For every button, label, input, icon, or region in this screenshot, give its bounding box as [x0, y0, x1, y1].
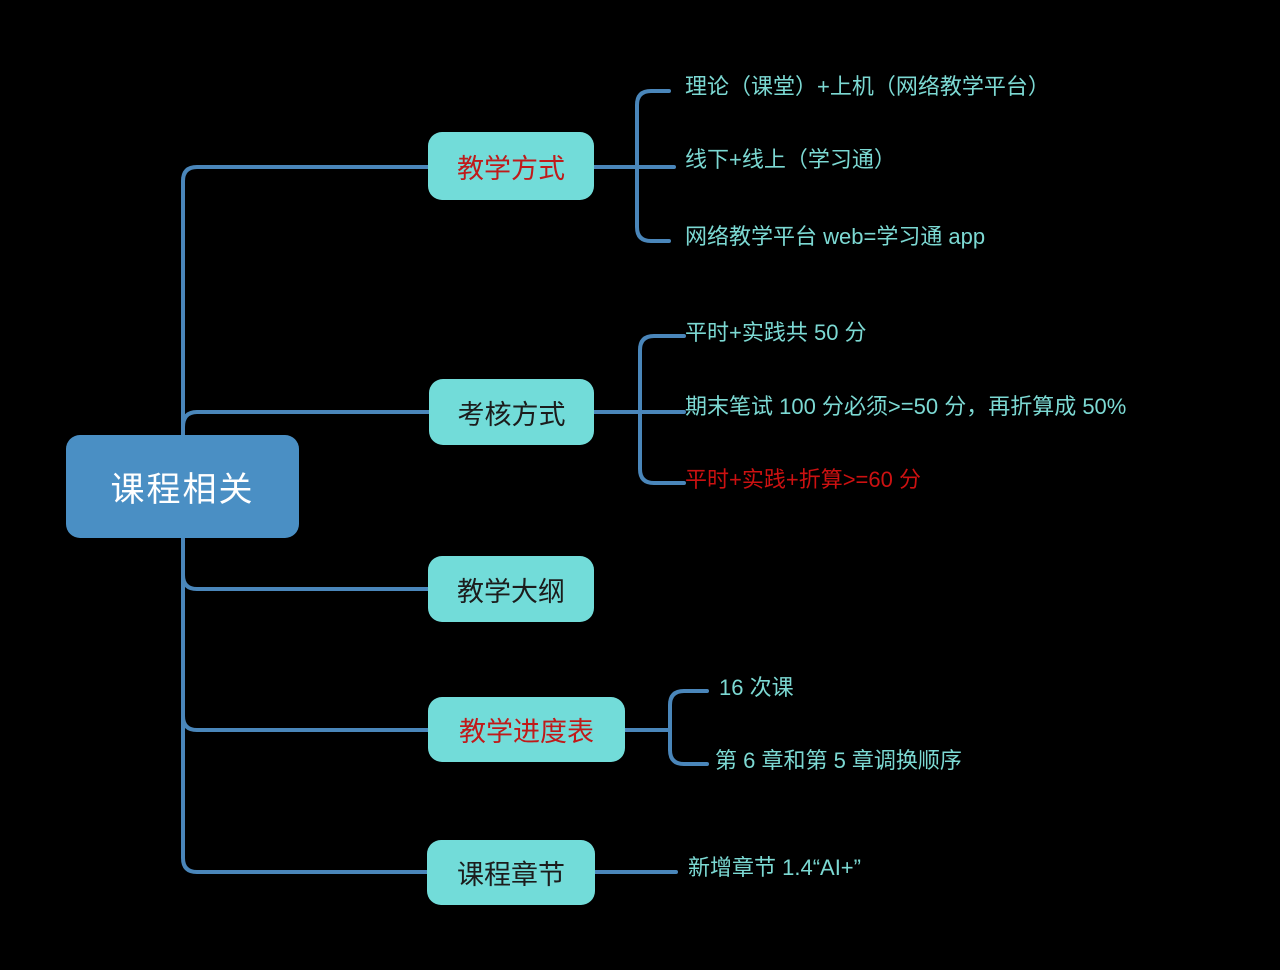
connector-root-to-chapters	[181, 535, 429, 874]
branch-node-chapters[interactable]: 课程章节	[427, 840, 595, 905]
connector-root-to-syllabus	[181, 573, 430, 591]
leaf-assessment-2[interactable]: 期末笔试 100 分必须>=50 分，再折算成 50%	[685, 394, 1127, 419]
leaf-chapters-1[interactable]: 新增章节 1.4“AI+”	[688, 855, 861, 880]
branch-node-teaching-method[interactable]: 教学方式	[428, 132, 594, 200]
branch-node-syllabus[interactable]: 教学大纲	[428, 556, 594, 622]
connector-schedule-bracket	[668, 689, 709, 766]
leaf-teaching-method-2[interactable]: 线下+线上（学习通）	[685, 147, 896, 172]
connector-root-to-teaching-method	[181, 165, 430, 439]
connector-root-to-assessment	[181, 410, 431, 429]
leaf-teaching-method-3[interactable]: 网络教学平台 web=学习通 app	[685, 224, 986, 249]
branch-node-schedule[interactable]: 教学进度表	[428, 697, 625, 762]
branch-node-assessment[interactable]: 考核方式	[429, 379, 594, 445]
connector-assessment-bracket	[638, 334, 686, 485]
leaf-assessment-3[interactable]: 平时+实践+折算>=60 分	[685, 467, 921, 492]
leaf-teaching-method-1[interactable]: 理论（课堂）+上机（网络教学平台）	[685, 74, 1050, 99]
leaf-schedule-2[interactable]: 第 6 章和第 5 章调换顺序	[715, 748, 962, 773]
root-node-course-related[interactable]: 课程相关	[66, 435, 299, 538]
connector-root-to-schedule	[181, 714, 430, 732]
connector-teaching-method-bracket	[635, 89, 671, 243]
leaf-assessment-1[interactable]: 平时+实践共 50 分	[685, 320, 867, 345]
leaf-schedule-1[interactable]: 16 次课	[719, 675, 794, 700]
